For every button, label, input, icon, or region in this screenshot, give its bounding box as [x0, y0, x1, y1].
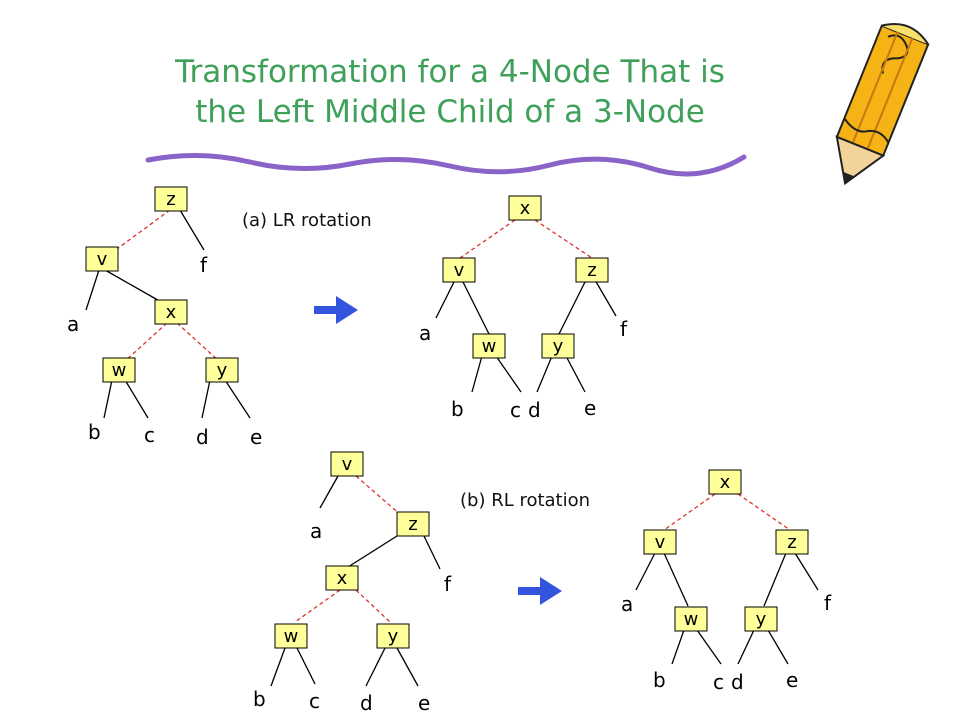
title-line-1: Transformation for a 4-Node That is	[175, 54, 725, 90]
leaf-label: d	[731, 670, 744, 694]
tree-node: z	[575, 257, 609, 283]
svg-text:z: z	[166, 189, 175, 210]
svg-text:w: w	[112, 360, 127, 381]
tree-node: y	[541, 333, 575, 359]
tree-node: y	[744, 606, 778, 632]
tree-node: w	[472, 333, 506, 359]
svg-text:y: y	[388, 626, 399, 647]
svg-text:w: w	[284, 626, 299, 647]
leaf-label: f	[620, 317, 628, 341]
tree-node: w	[674, 606, 708, 632]
caption-lr-rotation: (a) LR rotation	[242, 210, 372, 231]
leaf-label: c	[309, 689, 320, 713]
leaf-label: f	[444, 572, 452, 596]
leaf-label: b	[451, 397, 464, 421]
tree-node: v	[643, 529, 677, 555]
tree-node: z	[154, 186, 188, 212]
tree-rl-before: v z x w y a f b c d e	[253, 451, 452, 715]
slide-title: Transformation for a 4-Node That is the …	[60, 52, 840, 132]
leaf-label: c	[510, 398, 521, 422]
leaf-label: e	[250, 425, 262, 449]
leaf-label: d	[528, 398, 541, 422]
leaf-label: b	[253, 687, 266, 711]
leaf-label: e	[418, 691, 430, 715]
svg-text:v: v	[655, 532, 666, 553]
tree-node: z	[396, 511, 430, 537]
tree-node: x	[708, 469, 742, 495]
caption-rl-rotation: (b) RL rotation	[460, 490, 591, 511]
leaf-label: d	[196, 425, 209, 449]
svg-text:x: x	[520, 198, 531, 219]
leaf-label: f	[200, 253, 208, 277]
tree-node: v	[330, 451, 364, 477]
right-arrow-icon	[314, 296, 358, 324]
svg-text:z: z	[587, 260, 596, 281]
leaf-label: b	[88, 420, 101, 444]
leaf-label: c	[713, 670, 724, 694]
tree-node: y	[205, 357, 239, 383]
svg-text:x: x	[166, 302, 177, 323]
leaf-label: d	[360, 691, 373, 715]
svg-text:w: w	[684, 609, 699, 630]
svg-text:v: v	[97, 249, 108, 270]
svg-text:v: v	[454, 260, 465, 281]
leaf-label: f	[824, 591, 832, 615]
tree-node: w	[102, 357, 136, 383]
right-arrow-icon	[518, 577, 562, 605]
leaf-label: a	[310, 519, 322, 543]
title-line-2: the Left Middle Child of a 3-Node	[195, 94, 705, 130]
svg-text:w: w	[482, 336, 497, 357]
tree-lr-after: x v z w y a f b c d e	[419, 195, 628, 422]
decorative-squiggle	[145, 152, 747, 177]
svg-text:y: y	[553, 336, 564, 357]
svg-text:v: v	[342, 454, 353, 475]
svg-text:y: y	[756, 609, 767, 630]
tree-node: z	[775, 529, 809, 555]
svg-text:z: z	[787, 532, 796, 553]
leaf-label: b	[653, 668, 666, 692]
leaf-label: e	[786, 668, 798, 692]
svg-text:y: y	[217, 360, 228, 381]
tree-node: x	[508, 195, 542, 221]
tree-node: v	[85, 246, 119, 272]
tree-node: w	[274, 623, 308, 649]
svg-text:x: x	[720, 472, 731, 493]
leaf-label: e	[584, 396, 596, 420]
tree-node: x	[325, 565, 359, 591]
tree-node: x	[154, 299, 188, 325]
tree-node: v	[442, 257, 476, 283]
leaf-label: a	[419, 321, 431, 345]
leaf-label: a	[621, 592, 633, 616]
svg-text:x: x	[337, 568, 348, 589]
svg-text:z: z	[408, 514, 417, 535]
tree-rl-after: x v z w y a f b c d e	[621, 469, 832, 694]
pencil-icon	[835, 23, 930, 186]
leaf-label: c	[144, 423, 155, 447]
leaf-label: a	[67, 312, 79, 336]
tree-node: y	[376, 623, 410, 649]
tree-lr-before: z v x w y f a b c d e	[67, 186, 262, 449]
